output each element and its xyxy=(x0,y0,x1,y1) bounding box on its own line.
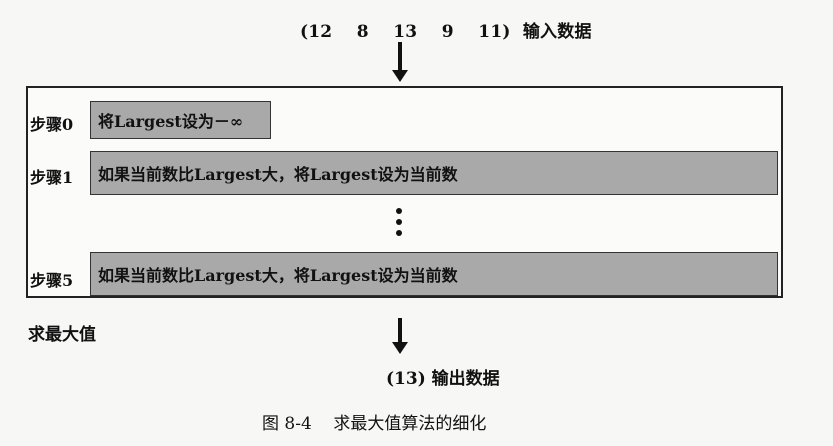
output-arrow-head xyxy=(392,342,408,354)
step-1-label: 步骤1 xyxy=(30,168,74,187)
step-1-text: 如果当前数比Largest大，将Largest设为当前数 xyxy=(98,165,458,184)
output-data-label: (13) 输出数据 xyxy=(386,369,500,389)
ellipsis-dot xyxy=(396,230,402,236)
step-5-text: 如果当前数比Largest大，将Largest设为当前数 xyxy=(98,266,458,285)
ellipsis-dot xyxy=(396,219,402,225)
figure-caption: 图 8-4 求最大值算法的细化 xyxy=(262,414,487,434)
step-0-box: 将Largest设为－∞ xyxy=(90,101,271,139)
input-data-label: (12 8 13 9 11) 输入数据 xyxy=(300,22,592,42)
step-0-text: 将Largest设为－∞ xyxy=(98,112,244,131)
output-arrow-shaft xyxy=(398,318,402,344)
ellipsis-dot xyxy=(396,208,402,214)
input-arrow-shaft xyxy=(398,42,402,72)
step-0-label: 步骤0 xyxy=(30,115,74,134)
input-arrow-head xyxy=(392,70,408,82)
frame-caption: 求最大值 xyxy=(28,325,96,345)
ellipsis-dots xyxy=(396,208,402,236)
step-5-label: 步骤5 xyxy=(30,271,74,290)
step-1-box: 如果当前数比Largest大，将Largest设为当前数 xyxy=(90,151,778,195)
step-5-box: 如果当前数比Largest大，将Largest设为当前数 xyxy=(90,252,778,296)
